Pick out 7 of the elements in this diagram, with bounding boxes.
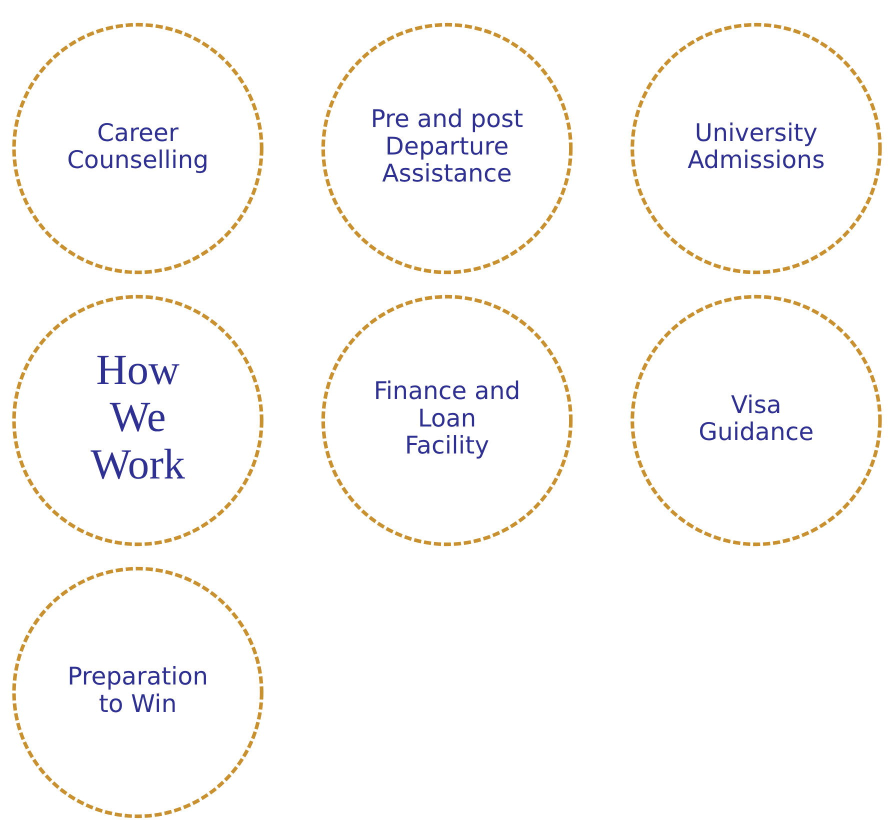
node-circle: Visa Guidance bbox=[630, 294, 882, 546]
node-circle: Finance and Loan Facility bbox=[321, 294, 573, 546]
node-circle: University Admissions bbox=[630, 22, 882, 274]
node-circle: How We Work bbox=[12, 294, 264, 546]
node-circle: Pre and post Departure Assistance bbox=[321, 22, 573, 274]
node-circle: Career Counselling bbox=[12, 22, 264, 274]
node-circle: Preparation to Win bbox=[12, 566, 264, 818]
